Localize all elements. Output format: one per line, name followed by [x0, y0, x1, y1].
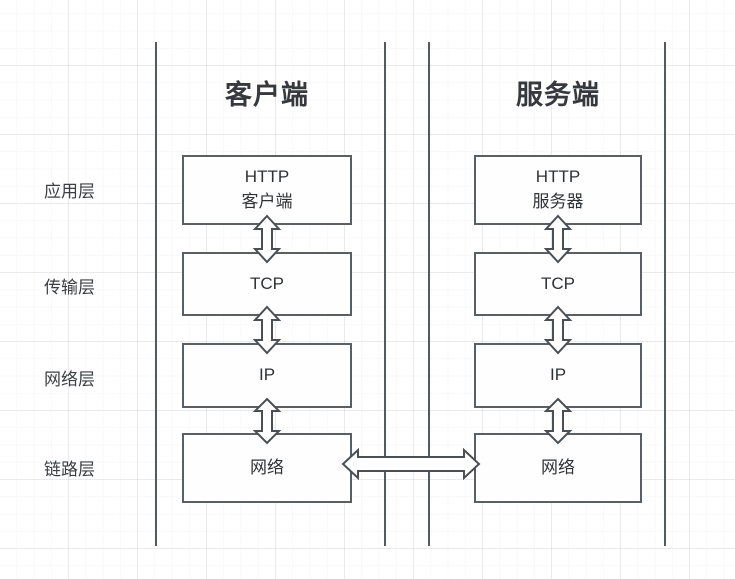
- column-title-server: 服务端: [516, 80, 600, 110]
- server-box-ip-line1: IP: [549, 365, 567, 385]
- server-arrow-tcp-ip: [543, 305, 573, 355]
- client-box-network[interactable]: 网络: [182, 433, 352, 503]
- vertical-rule-server-left: [428, 42, 430, 546]
- row-label-network: 网络层: [44, 370, 95, 389]
- client-arrow-ip-network: [252, 397, 282, 445]
- client-box-tcp[interactable]: TCP: [182, 252, 352, 316]
- server-arrow-ip-network: [543, 397, 573, 445]
- server-box-tcp-line1: TCP: [541, 273, 575, 293]
- client-box-network-line1: 网络: [250, 457, 284, 477]
- vertical-rule-client-right: [384, 42, 386, 546]
- network-link-arrow: [341, 443, 481, 485]
- column-title-client: 客户端: [225, 80, 309, 110]
- server-box-network[interactable]: 网络: [474, 433, 642, 503]
- row-label-transport: 传输层: [44, 278, 95, 297]
- client-box-http-line1: HTTP: [244, 167, 290, 187]
- server-box-http-line1: HTTP: [535, 167, 581, 187]
- vertical-rule-server-right: [664, 42, 666, 546]
- client-box-http-line2: 客户端: [241, 192, 293, 211]
- client-arrow-tcp-ip: [252, 305, 282, 355]
- row-label-link: 链路层: [44, 460, 95, 479]
- client-box-ip-line1: IP: [258, 365, 276, 385]
- client-box-tcp-line1: TCP: [250, 273, 284, 293]
- server-box-network-line1: 网络: [541, 457, 575, 477]
- row-label-application: 应用层: [44, 182, 95, 201]
- server-box-http-line2: 服务器: [532, 192, 584, 211]
- vertical-rule-client-left: [155, 42, 157, 546]
- server-arrow-http-tcp: [543, 214, 573, 264]
- client-arrow-http-tcp: [252, 214, 282, 264]
